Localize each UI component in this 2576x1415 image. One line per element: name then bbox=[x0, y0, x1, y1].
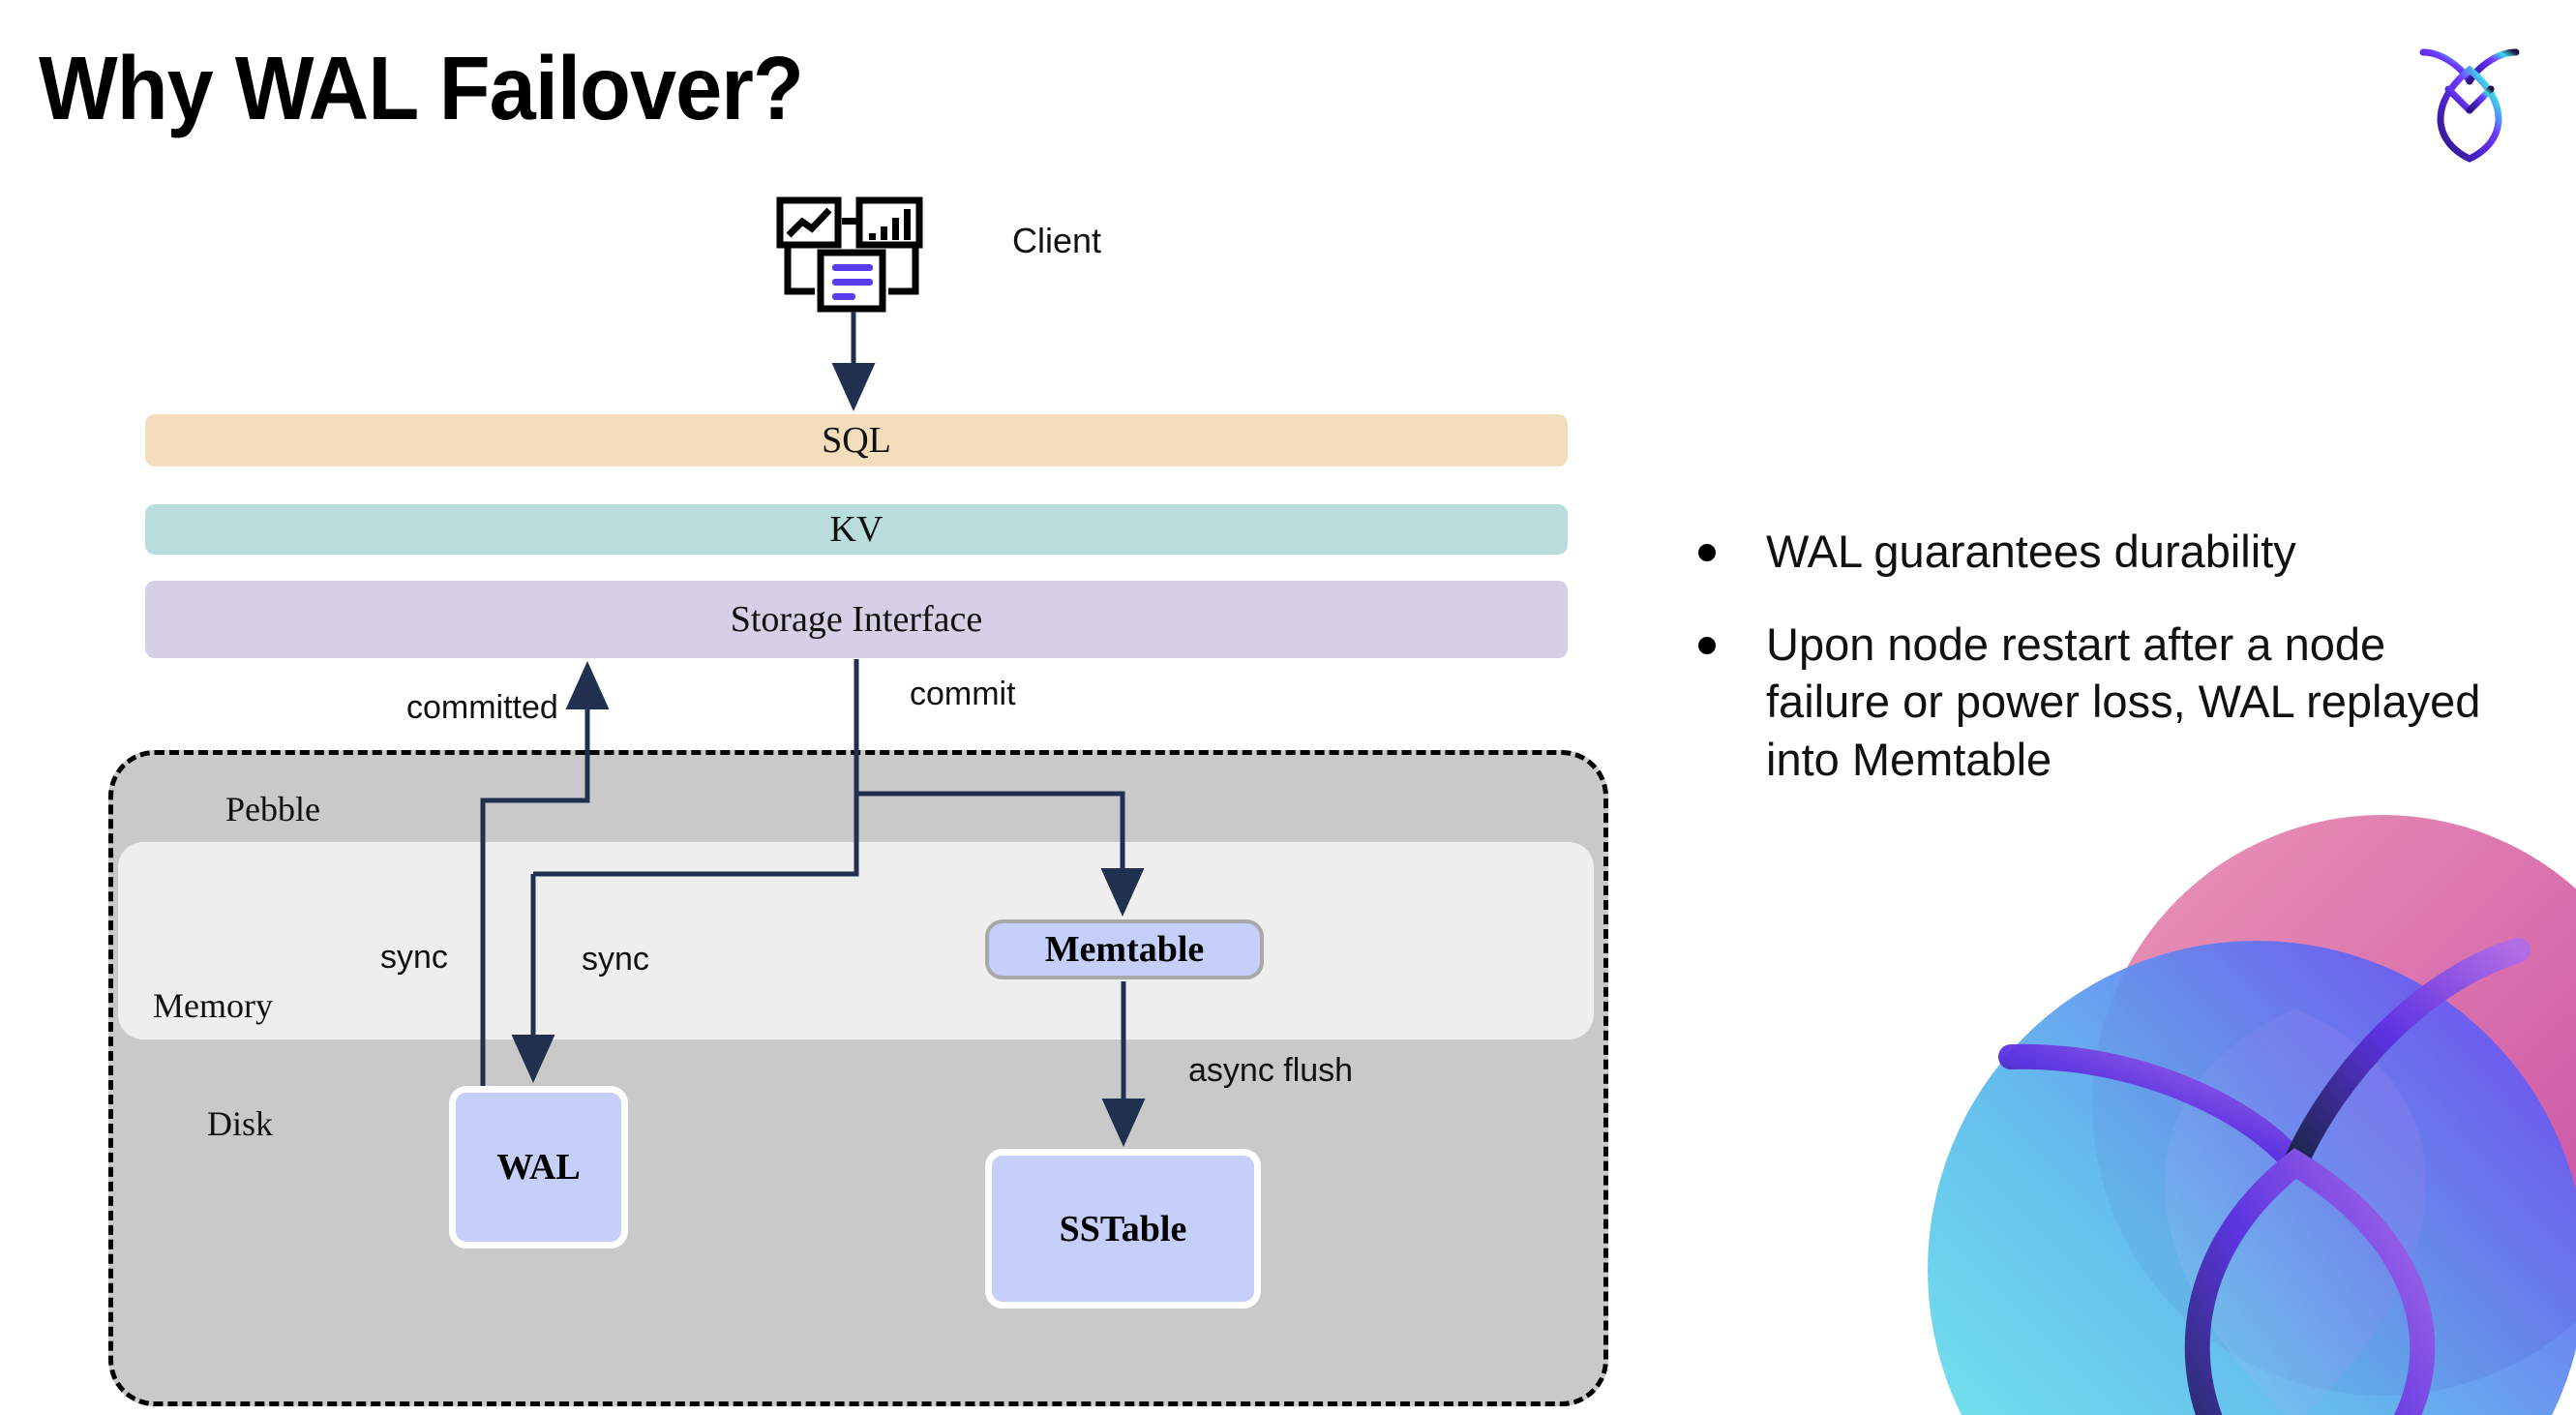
bullet-text: WAL guarantees durability bbox=[1766, 526, 2296, 577]
client-dashboard-icon bbox=[774, 196, 929, 313]
edge-label-async-flush: async flush bbox=[1188, 1052, 1354, 1089]
bullet-dot-icon bbox=[1698, 636, 1716, 654]
cockroach-gradient-circles-icon bbox=[1841, 815, 2576, 1415]
layer-bar-kv-label: KV bbox=[829, 509, 884, 550]
edge-label-committed: committed bbox=[406, 689, 558, 726]
edge-label-commit: commit bbox=[910, 676, 1016, 712]
memory-container bbox=[118, 842, 1594, 1039]
layer-bar-sql-label: SQL bbox=[822, 420, 891, 461]
layer-bar-sql: SQL bbox=[145, 414, 1568, 467]
client-label: Client bbox=[1012, 221, 1102, 260]
bullet-text: Upon node restart after a node failure o… bbox=[1766, 617, 2481, 786]
list-item: Upon node restart after a node failure o… bbox=[1698, 616, 2501, 789]
layer-bar-storage-interface: Storage Interface bbox=[145, 581, 1568, 658]
disk-label: Disk bbox=[207, 1104, 274, 1143]
layer-bar-storage-interface-label: Storage Interface bbox=[730, 599, 983, 640]
cockroach-leaf-logo-icon bbox=[2411, 27, 2528, 163]
bullet-dot-icon bbox=[1698, 544, 1716, 561]
node-wal: WAL bbox=[449, 1086, 628, 1249]
node-wal-label: WAL bbox=[496, 1147, 581, 1188]
bullet-list: WAL guarantees durability Upon node rest… bbox=[1698, 523, 2501, 824]
node-memtable-label: Memtable bbox=[1044, 929, 1205, 970]
page-title: Why WAL Failover? bbox=[39, 38, 804, 138]
edge-label-sync-2: sync bbox=[582, 941, 649, 978]
edge-label-sync-1: sync bbox=[380, 939, 448, 976]
list-item: WAL guarantees durability bbox=[1698, 523, 2501, 581]
layer-bar-kv: KV bbox=[145, 504, 1568, 555]
node-memtable: Memtable bbox=[985, 919, 1264, 979]
node-sstable: SSTable bbox=[985, 1149, 1261, 1309]
pebble-label: Pebble bbox=[225, 790, 320, 828]
memory-label: Memory bbox=[153, 986, 273, 1025]
node-sstable-label: SSTable bbox=[1059, 1208, 1187, 1249]
